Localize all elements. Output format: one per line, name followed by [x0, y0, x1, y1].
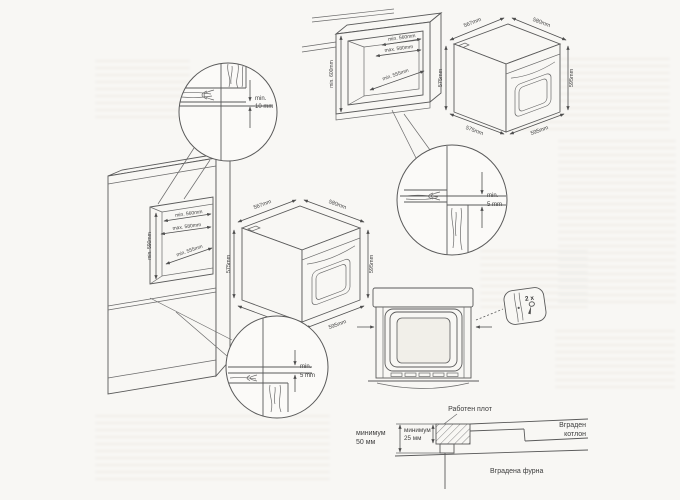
niche-width-min-label: min. 560mm [388, 33, 416, 43]
gap-detail-mid-circle: min. 5 mm [396, 144, 508, 256]
tall-cabinet-width-min-label: min. 560mm [175, 209, 203, 219]
screw-hole [517, 306, 520, 309]
control-panel [372, 287, 474, 308]
niche-height-label: min. 600mm [329, 60, 335, 88]
niche-width-max-label: max. 580mm [384, 44, 413, 54]
oven-right-height-label: 595mm [369, 254, 375, 273]
gap-detail-top-circle: min. 10 mm [178, 62, 278, 162]
oven-isometric-large: 567mm 580mm 575mm 595mm 575mm 595mm [226, 199, 375, 331]
leader-line [183, 159, 211, 200]
min25-label-line1: минимум [404, 427, 431, 434]
tall-cabinet-height-label: min. 590mm [147, 232, 153, 260]
oven-bottom-width-label: 595mm [328, 319, 348, 331]
worktop-lines [301, 8, 395, 53]
leader-line [157, 147, 195, 205]
worktop-label: Работен плот [448, 405, 493, 413]
leader-line-dashed [475, 308, 504, 321]
builtin-oven-label: Вградена фурна [490, 468, 544, 475]
door-handle [510, 61, 556, 79]
wood-grain [229, 374, 258, 382]
leader-line [443, 413, 458, 425]
niche-drawing: min. 600mm min. 560mm max. 580mm min. 55… [329, 12, 443, 159]
leader-line [175, 311, 228, 357]
gap-value-label: 10 mm [255, 104, 273, 110]
leader-line [391, 109, 417, 159]
gap-min-label: min. [487, 193, 499, 199]
tall-cabinet-drawing: min. 590mm min. 560mm max. 580mm min. 55… [107, 147, 233, 395]
wood-grain [269, 384, 282, 413]
leader-line [149, 297, 233, 341]
oven-right-height-label: 595mm [569, 68, 575, 87]
gap-value-label: 5 mm [487, 202, 502, 208]
min50-label-line2: 50 мм [356, 439, 376, 446]
vent-slots [390, 372, 459, 377]
door-window [396, 317, 451, 364]
oven-left-height-label: 575mm [438, 68, 444, 87]
screw-icon [528, 301, 535, 315]
niche-opening [347, 30, 424, 106]
worktop-section [435, 423, 471, 445]
oven-isometric-small: 567mm 580mm 575mm 595mm 575mm 595mm [438, 17, 575, 138]
min25-label-line2: 25 мм [404, 435, 421, 442]
wood-grain [451, 207, 463, 251]
oven-bottom-depth-label: 575mm [465, 125, 485, 137]
screw-count-label: 2 x [525, 295, 535, 303]
oven-left-height-label: 575mm [226, 254, 232, 273]
min50-label-line1: минимум [356, 430, 386, 437]
wood-grain [180, 89, 215, 101]
screw-detail-box: 2 x [503, 287, 547, 325]
tall-cabinet-width-max-label: max. 580mm [172, 222, 201, 232]
oven-frame-section [439, 443, 455, 454]
section-diagram: Работен плот Вграден котлон минимум 50 м… [356, 405, 589, 489]
hob-label-line1: Вграден [559, 422, 586, 429]
gap-value-label: 5 mm [300, 373, 315, 379]
gap-min-label: min. [255, 96, 267, 102]
gap-detail-bottom-circle: min. 5 mm [225, 315, 329, 419]
oven-top-depth-label: 567mm [463, 17, 483, 30]
hob-label-line2: котлон [564, 431, 586, 438]
door-window [514, 73, 552, 117]
tall-cabinet-niche-opening [149, 196, 214, 285]
wood-grain [227, 63, 244, 89]
door-window [311, 258, 351, 306]
door-frame [384, 308, 463, 372]
oven-front-view: 2 x [357, 287, 547, 389]
gap-min-label: min. [300, 364, 312, 370]
oven-bottom-width-label: 595mm [530, 125, 550, 137]
oven-top-depth-label: 567mm [253, 199, 273, 211]
leader-line [403, 113, 431, 151]
door-handle [306, 245, 356, 265]
rating-plate [247, 225, 261, 232]
